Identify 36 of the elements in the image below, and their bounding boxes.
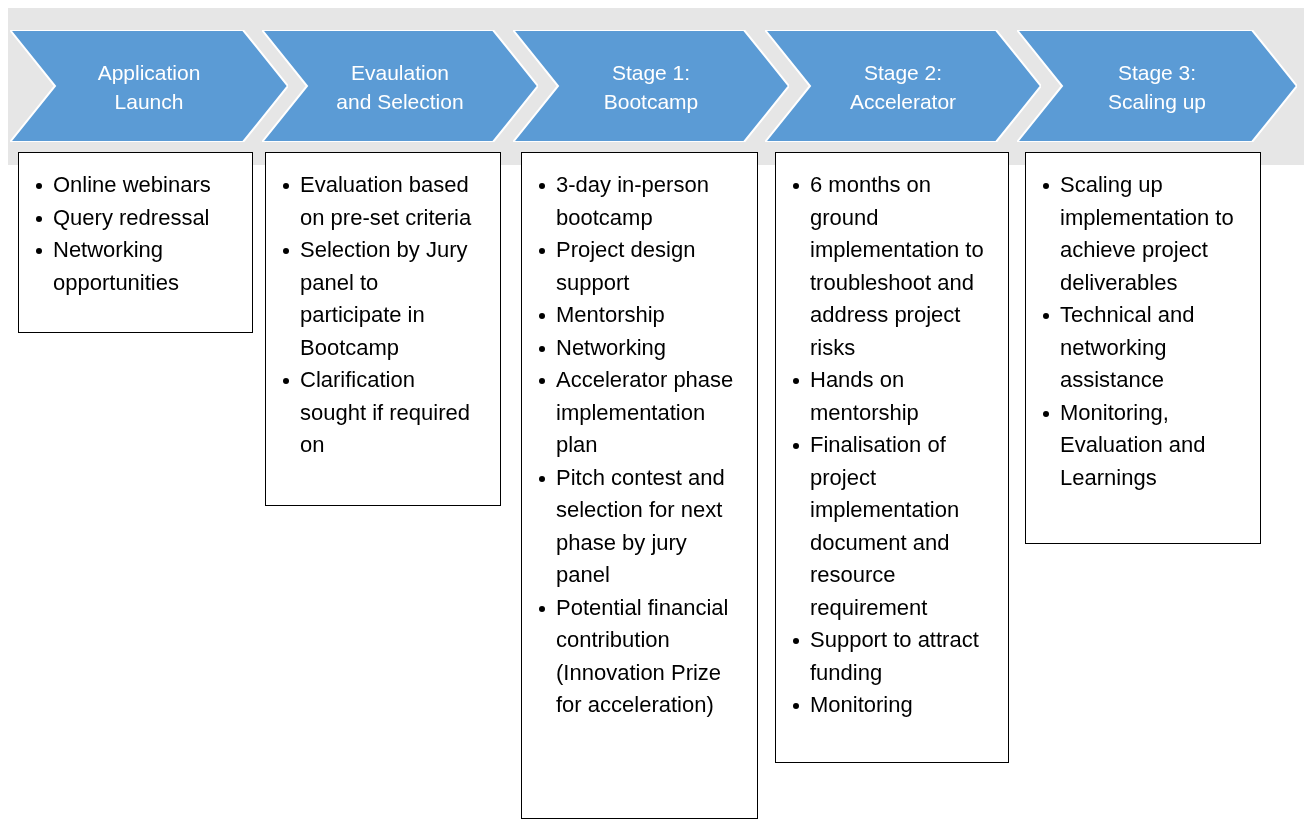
bullet-text: Technical and networking assistance [1060,302,1195,392]
bullet-text: Networking [556,334,667,360]
stage-step-shape [1017,30,1297,142]
activity-list-box [1025,152,1261,544]
stage-label: Stage 2: Accelerator [848,60,958,115]
activity-list-box [521,152,758,819]
bullet-text: 6 months on ground implementation to troubleshoot and address project risks [810,172,984,360]
bullet-text: Selection by Jury panel to participate in Bootcamp [300,237,468,360]
bullet-text: Clarification sought if required on [300,367,470,457]
stage-step-shape [513,30,789,142]
bullet-text: Pitch contest and selection for next phase by jury panel [556,464,725,587]
stage-step-shape [10,30,288,142]
bullet-text: Mentorship [556,302,665,327]
bullet-text: Monitoring [810,692,913,717]
activity-list-box [775,152,1009,763]
bullet-text: Potential financial contribution (Innovation Prize for acceleration) [556,594,729,717]
bullet-text: Evaluation based on pre-set criteria [300,172,472,230]
stage-label: Application Launch [96,60,202,115]
stage-label: Stage 3: Scaling up [1106,60,1208,115]
bullet-text: Project design support [556,237,696,295]
activity-list-box [18,152,253,333]
bullet-text: Monitoring, Evaluation and Learnings [1060,399,1206,490]
stage-label: Evaulation and Selection [335,60,465,115]
bullet-text: Support to attract funding [810,627,979,685]
stage-label: Stage 1: Bootcamp [602,60,700,115]
bullet-text: Accelerator phase implementation plan [556,367,734,457]
stage-step-shape [765,30,1041,142]
bullet-text: Hands on mentorship [810,367,919,425]
stage-step-shape [262,30,538,142]
activity-list-box [265,152,501,506]
bullet-text: Online webinars [53,172,211,197]
bullet-text: 3-day in-person bootcamp [556,172,709,230]
bullet-text: Finalisation of project implementation document and resource requirement [810,432,960,620]
bullet-text: Query redressal [53,204,210,230]
bullet-text: Scaling up implementation to achieve project deliverables [1060,172,1234,295]
bullet-text: Networking opportunities [53,237,179,295]
